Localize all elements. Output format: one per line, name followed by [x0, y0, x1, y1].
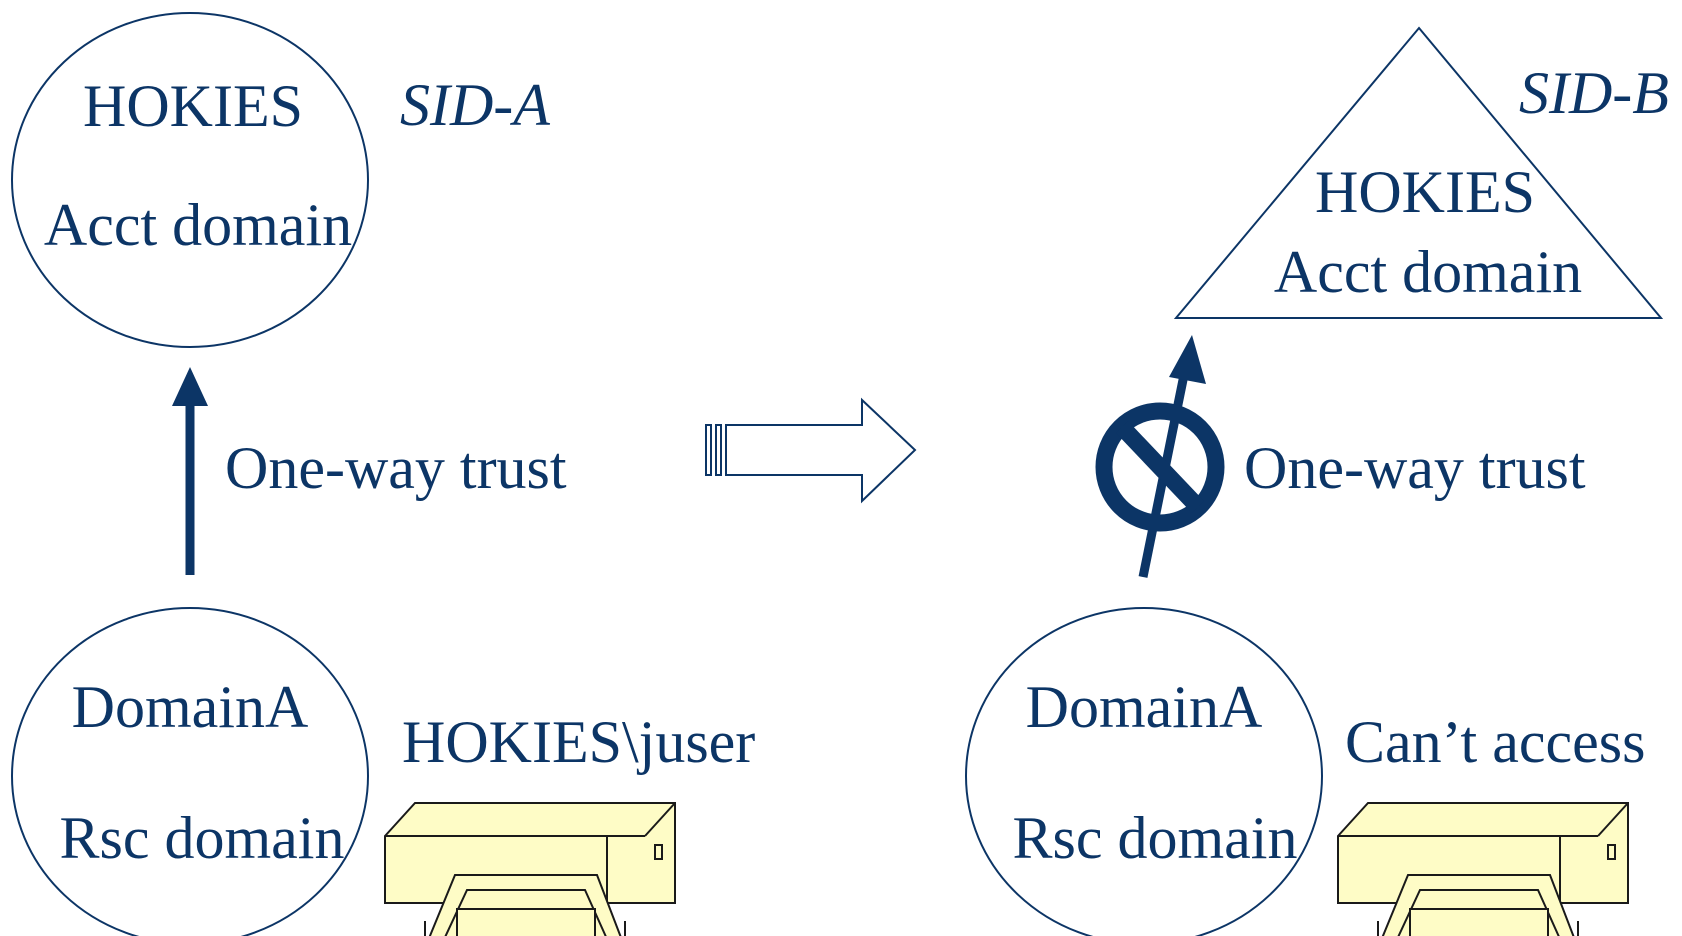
right-sid-label: SID-B — [1519, 60, 1669, 126]
left-account-domain: HOKIES Acct domain — [11, 12, 369, 348]
left-account-domain-role: Acct domain — [44, 192, 352, 258]
up-arrow-icon — [172, 367, 208, 575]
left-resource-domain: DomainA Rsc domain — [11, 607, 369, 936]
right-trust-label: One-way trust — [1244, 435, 1586, 501]
left-account-domain-ellipse — [11, 12, 369, 348]
right-printer-caption: Can’t access — [1345, 709, 1645, 775]
right-account-domain: HOKIES Acct domain — [1173, 26, 1664, 319]
left-sid-label: SID-A — [400, 72, 550, 138]
left-resource-domain-role: Rsc domain — [60, 805, 345, 871]
left-resource-domain-ellipse — [11, 607, 369, 936]
left-account-domain-name: HOKIES — [83, 73, 303, 139]
right-resource-domain-name: DomainA — [1026, 674, 1263, 740]
right-account-domain-triangle — [1173, 26, 1664, 319]
no-symbol-icon — [1095, 402, 1225, 532]
transition-arrow-icon — [705, 397, 917, 504]
right-resource-domain-ellipse — [965, 607, 1323, 936]
right-resource-domain: DomainA Rsc domain — [965, 607, 1323, 936]
left-resource-domain-name: DomainA — [72, 674, 309, 740]
right-account-domain-name: HOKIES — [1315, 159, 1535, 225]
left-trust-label: One-way trust — [225, 435, 567, 501]
printer-icon — [384, 802, 676, 936]
printer-icon — [1337, 802, 1629, 936]
left-printer-caption: HOKIES\juser — [402, 709, 755, 775]
right-resource-domain-role: Rsc domain — [1013, 805, 1298, 871]
right-account-domain-role: Acct domain — [1274, 239, 1582, 305]
